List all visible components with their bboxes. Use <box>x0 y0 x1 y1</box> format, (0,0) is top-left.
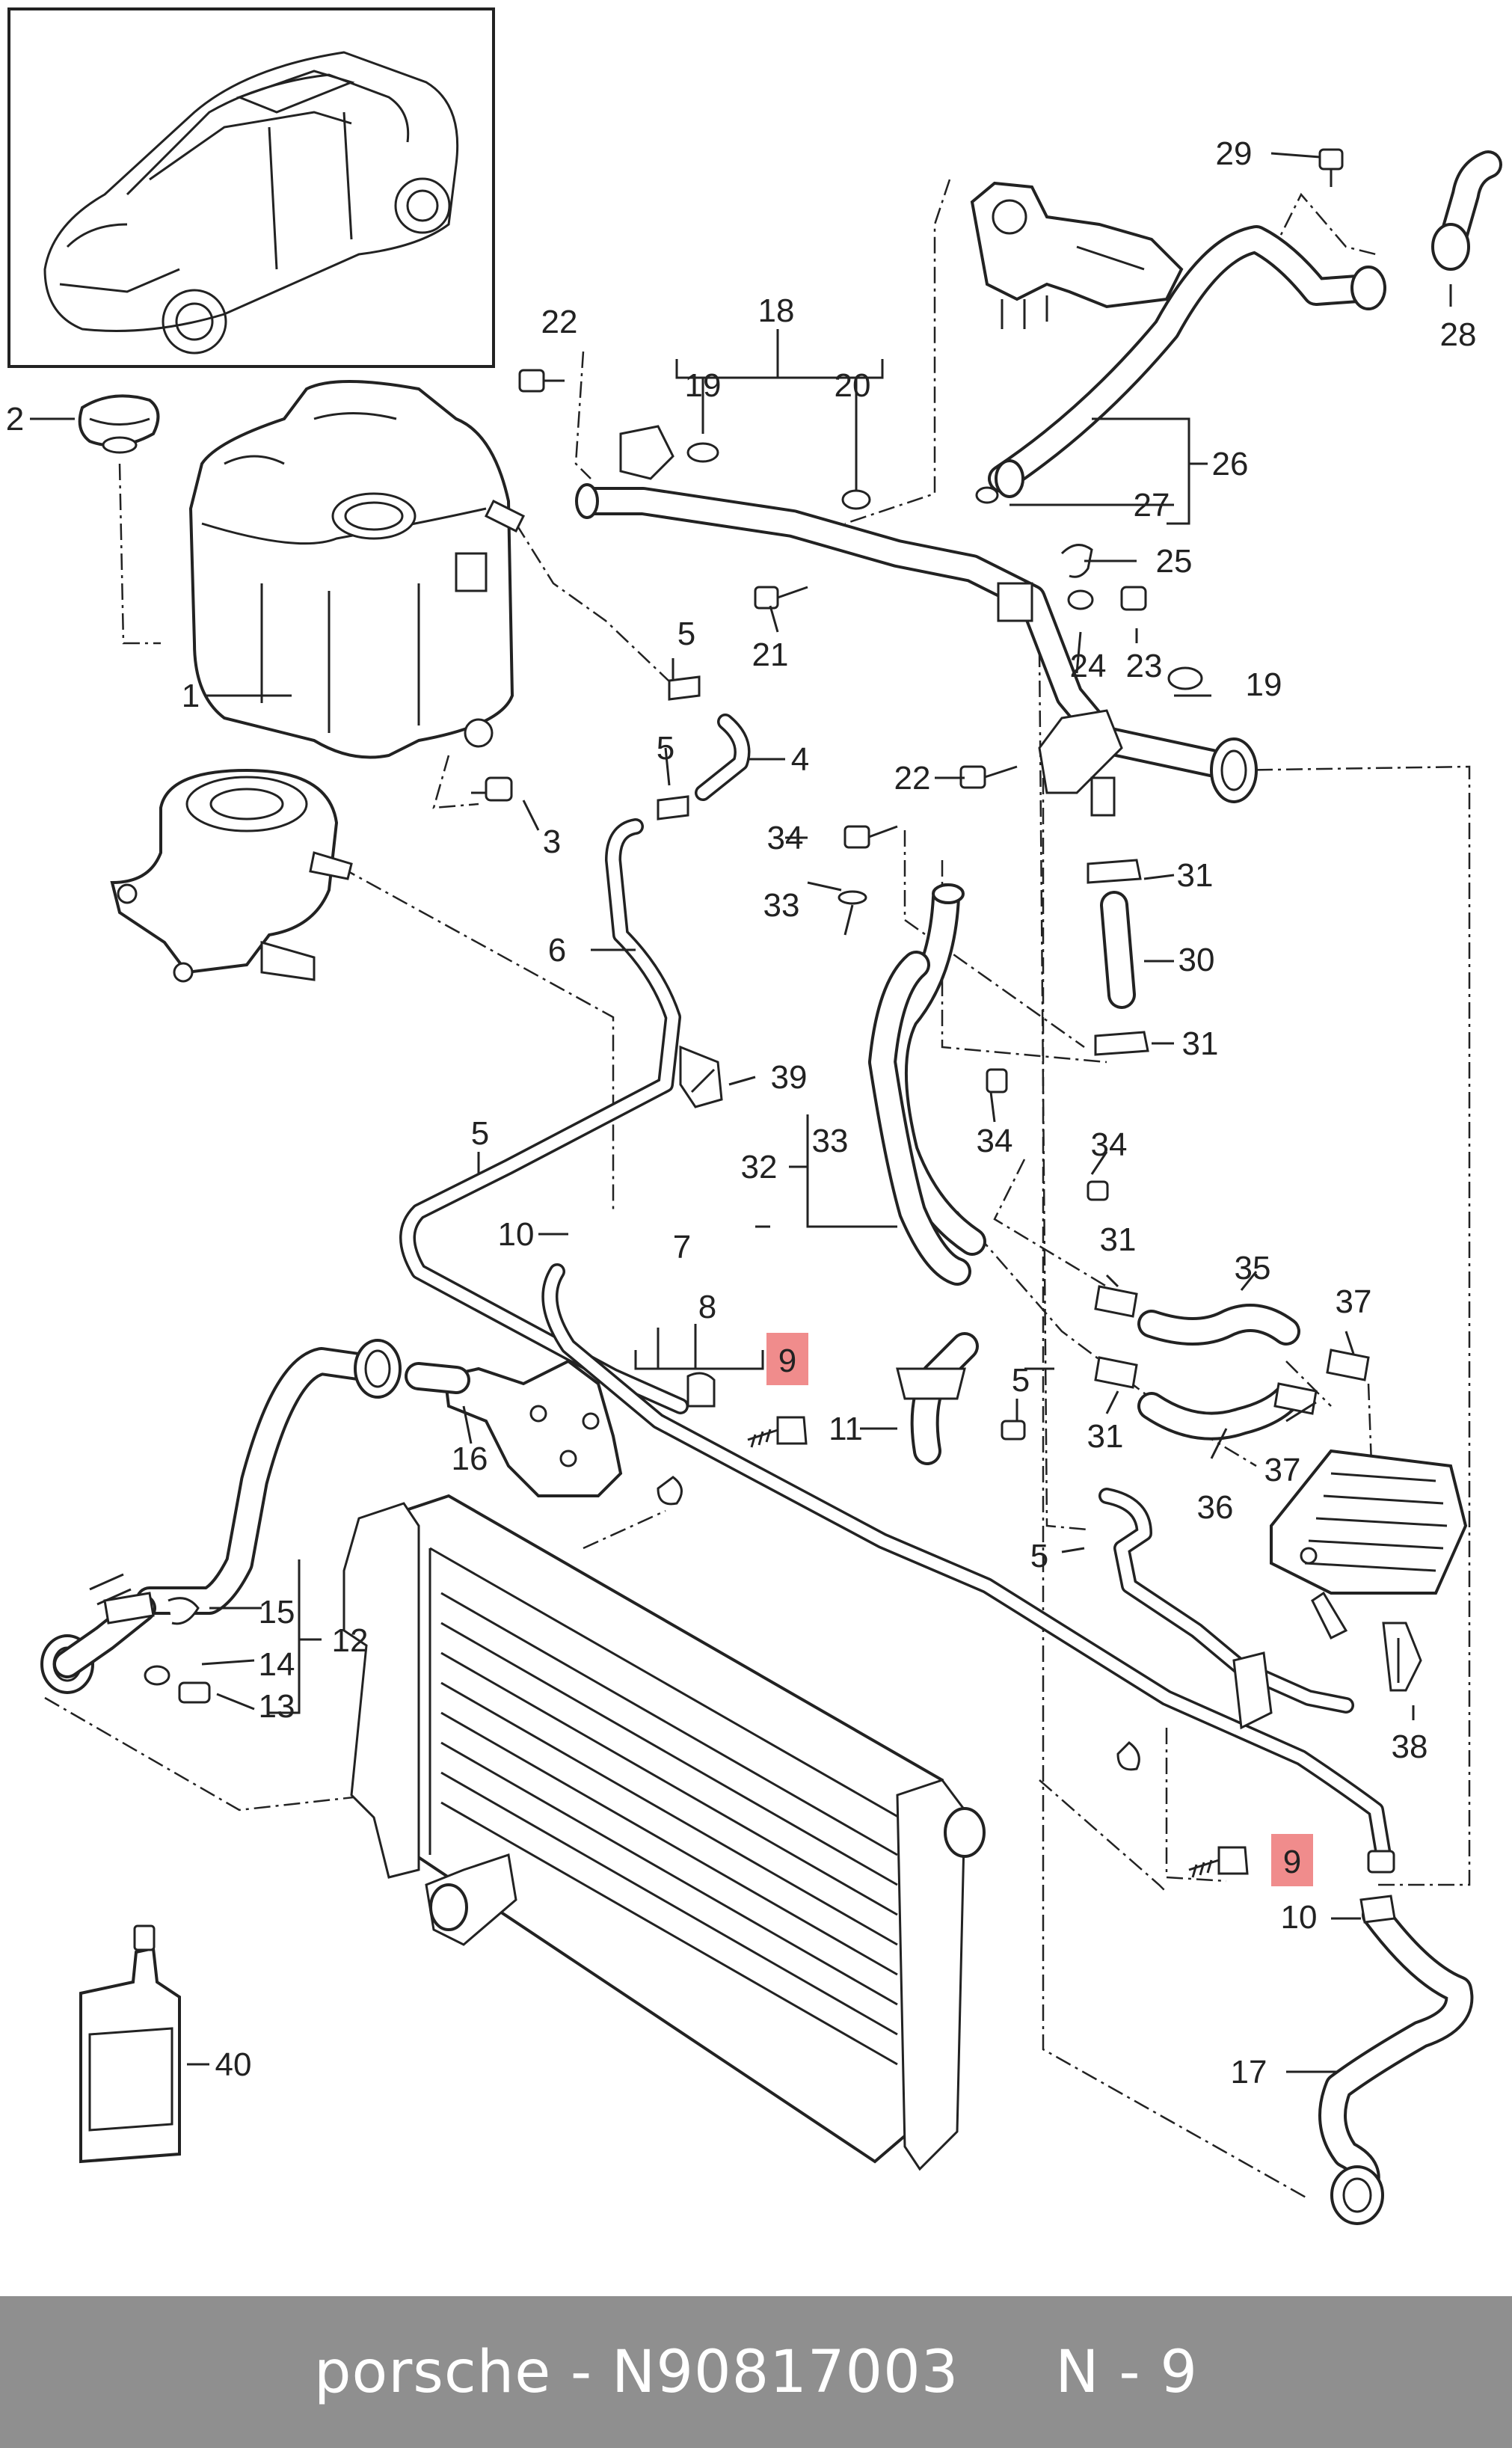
hose-30 <box>1087 859 1149 1056</box>
flange-16 <box>405 1359 623 1497</box>
label-23: 23 <box>1126 648 1163 684</box>
label-31c: 31 <box>1100 1221 1137 1258</box>
label-11: 11 <box>829 1411 863 1447</box>
label-8: 8 <box>698 1289 716 1325</box>
label-22b: 22 <box>894 760 931 797</box>
screw-9-lower <box>1188 1846 1249 1878</box>
label-28: 28 <box>1440 316 1477 353</box>
lower-hose-17 <box>1318 1895 1474 2225</box>
label-32: 32 <box>741 1149 778 1185</box>
label-31d: 31 <box>1087 1418 1124 1455</box>
hose-4 <box>657 675 751 820</box>
label-21: 21 <box>752 636 789 673</box>
label-25: 25 <box>1156 543 1193 580</box>
bolt-3 <box>471 776 513 802</box>
reservoir-cap <box>78 394 160 454</box>
label-27: 27 <box>1134 487 1170 524</box>
label-5c: 5 <box>471 1115 489 1152</box>
label-12: 12 <box>332 1622 369 1659</box>
label-34a: 34 <box>767 820 804 856</box>
radiator <box>342 1494 986 2171</box>
label-33b: 33 <box>812 1123 849 1159</box>
label-9a: 9 <box>778 1343 796 1379</box>
hose-28 <box>1431 150 1502 271</box>
label-34b: 34 <box>977 1123 1013 1159</box>
label-35: 35 <box>1235 1250 1271 1286</box>
oil-lines <box>1098 1488 1354 1730</box>
coolant-reservoir <box>188 380 526 759</box>
label-15: 15 <box>259 1594 295 1631</box>
label-4: 4 <box>791 741 809 778</box>
label-14: 14 <box>259 1646 295 1683</box>
label-20: 20 <box>835 367 871 404</box>
label-31a: 31 <box>1177 857 1214 894</box>
pipe-11 <box>896 1332 1026 1465</box>
clip-39 <box>679 1045 723 1108</box>
label-19b: 19 <box>1246 666 1282 703</box>
label-24: 24 <box>1070 648 1107 684</box>
label-5d: 5 <box>1012 1362 1030 1399</box>
label-17: 17 <box>1231 2054 1267 2090</box>
label-1: 1 <box>182 678 200 714</box>
footer-caption: porsche - N90817003 N - 9 <box>313 2338 1198 2406</box>
label-leaders <box>30 152 1452 2073</box>
small-parts-left <box>144 1597 211 1704</box>
vehicle-inset <box>7 7 495 368</box>
label-7: 7 <box>673 1229 691 1266</box>
label-34c: 34 <box>1091 1126 1128 1163</box>
highlight-9-upper <box>766 1333 808 1385</box>
small-parts-upper <box>518 369 1203 789</box>
part-labels: 1 2 3 4 5 5 5 5 5 6 7 8 9 9 10 10 11 12 … <box>6 135 1477 2090</box>
label-16: 16 <box>452 1441 488 1477</box>
oil-cooler <box>1270 1449 1468 1640</box>
highlight-9-lower <box>1271 1834 1313 1886</box>
label-26: 26 <box>1212 446 1249 482</box>
label-5e: 5 <box>1030 1538 1048 1574</box>
label-6: 6 <box>548 932 566 969</box>
coolant-pipe-18 <box>575 425 1258 817</box>
label-10a: 10 <box>498 1216 535 1253</box>
expansion-tank <box>110 768 353 983</box>
label-40: 40 <box>215 2046 252 2083</box>
hose-35 <box>1094 1285 1370 1381</box>
bolt-29 <box>1318 148 1344 187</box>
pipe-32 <box>838 825 1109 1286</box>
hose-36 <box>1094 1356 1318 1441</box>
screw-9-upper <box>747 1416 808 1448</box>
label-36: 36 <box>1197 1489 1234 1526</box>
pipe-7 <box>541 1263 1395 1874</box>
label-19a: 19 <box>685 367 722 404</box>
label-39: 39 <box>771 1059 808 1096</box>
group-brackets <box>269 329 1208 1714</box>
bracket-38 <box>1382 1622 1422 1692</box>
parts-diagram: 1 2 3 4 5 5 5 5 5 6 7 8 9 9 10 10 11 12 … <box>6 7 1502 2225</box>
label-37a: 37 <box>1336 1283 1372 1320</box>
label-38: 38 <box>1392 1728 1428 1765</box>
label-13: 13 <box>259 1688 295 1725</box>
label-5a: 5 <box>677 616 695 652</box>
label-9b: 9 <box>1283 1844 1301 1880</box>
label-5b: 5 <box>657 730 674 767</box>
label-30: 30 <box>1178 942 1215 978</box>
label-10b: 10 <box>1281 1899 1318 1936</box>
coolant-bottle <box>79 1924 181 2164</box>
label-33a: 33 <box>763 887 800 924</box>
hose-6 <box>399 818 689 1414</box>
label-29: 29 <box>1216 135 1253 172</box>
radiator-hose-12 <box>40 1339 402 1694</box>
label-3: 3 <box>543 823 561 860</box>
label-37b: 37 <box>1264 1452 1301 1488</box>
thermostat-housing <box>970 181 1184 329</box>
label-2: 2 <box>6 401 24 438</box>
label-18: 18 <box>758 292 795 329</box>
label-31b: 31 <box>1182 1025 1219 1062</box>
label-22a: 22 <box>541 304 578 340</box>
hose-26 <box>975 225 1386 504</box>
clip-8 <box>686 1372 716 1408</box>
footer-bar: porsche - N90817003 N - 9 <box>0 2296 1512 2448</box>
